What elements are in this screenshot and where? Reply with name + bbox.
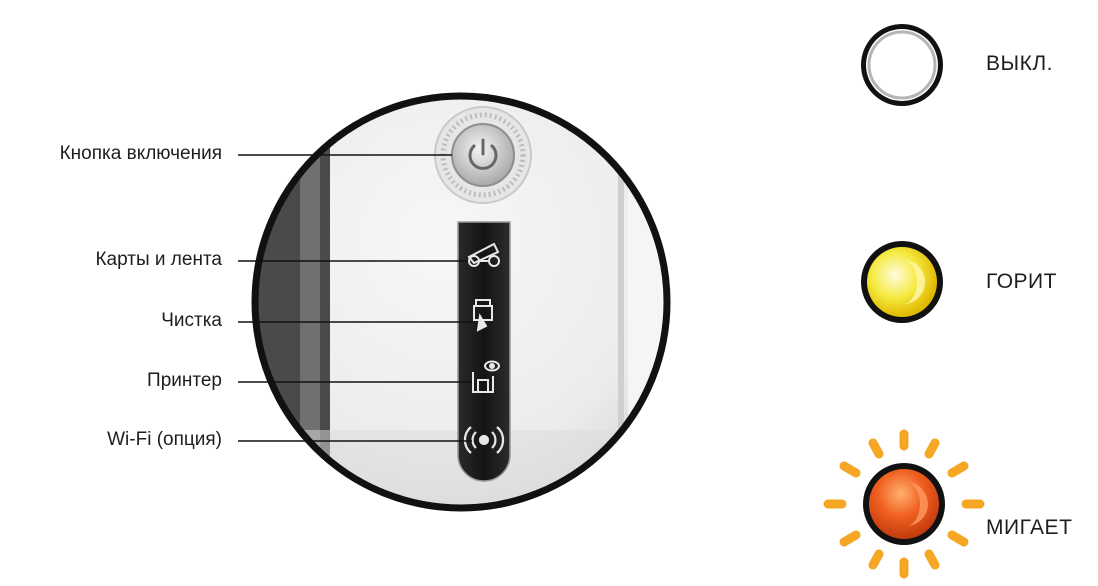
label-printer: Принтер bbox=[147, 370, 222, 392]
label-cleaning: Чистка bbox=[161, 310, 222, 332]
legend-on-label: ГОРИТ bbox=[986, 270, 1057, 294]
label-wifi: Wi-Fi (опция) bbox=[107, 429, 222, 451]
label-power-button: Кнопка включения bbox=[60, 143, 222, 165]
label-cards-ribbon: Карты и лента bbox=[95, 249, 222, 271]
legend-off-label: ВЫКЛ. bbox=[986, 52, 1053, 76]
legend-off-indicator bbox=[861, 24, 943, 106]
magnified-panel bbox=[250, 96, 670, 520]
legend-blinking-indicator bbox=[828, 434, 980, 574]
legend-on-indicator bbox=[861, 241, 943, 323]
legend-blinking-label: МИГАЕТ bbox=[986, 516, 1072, 540]
